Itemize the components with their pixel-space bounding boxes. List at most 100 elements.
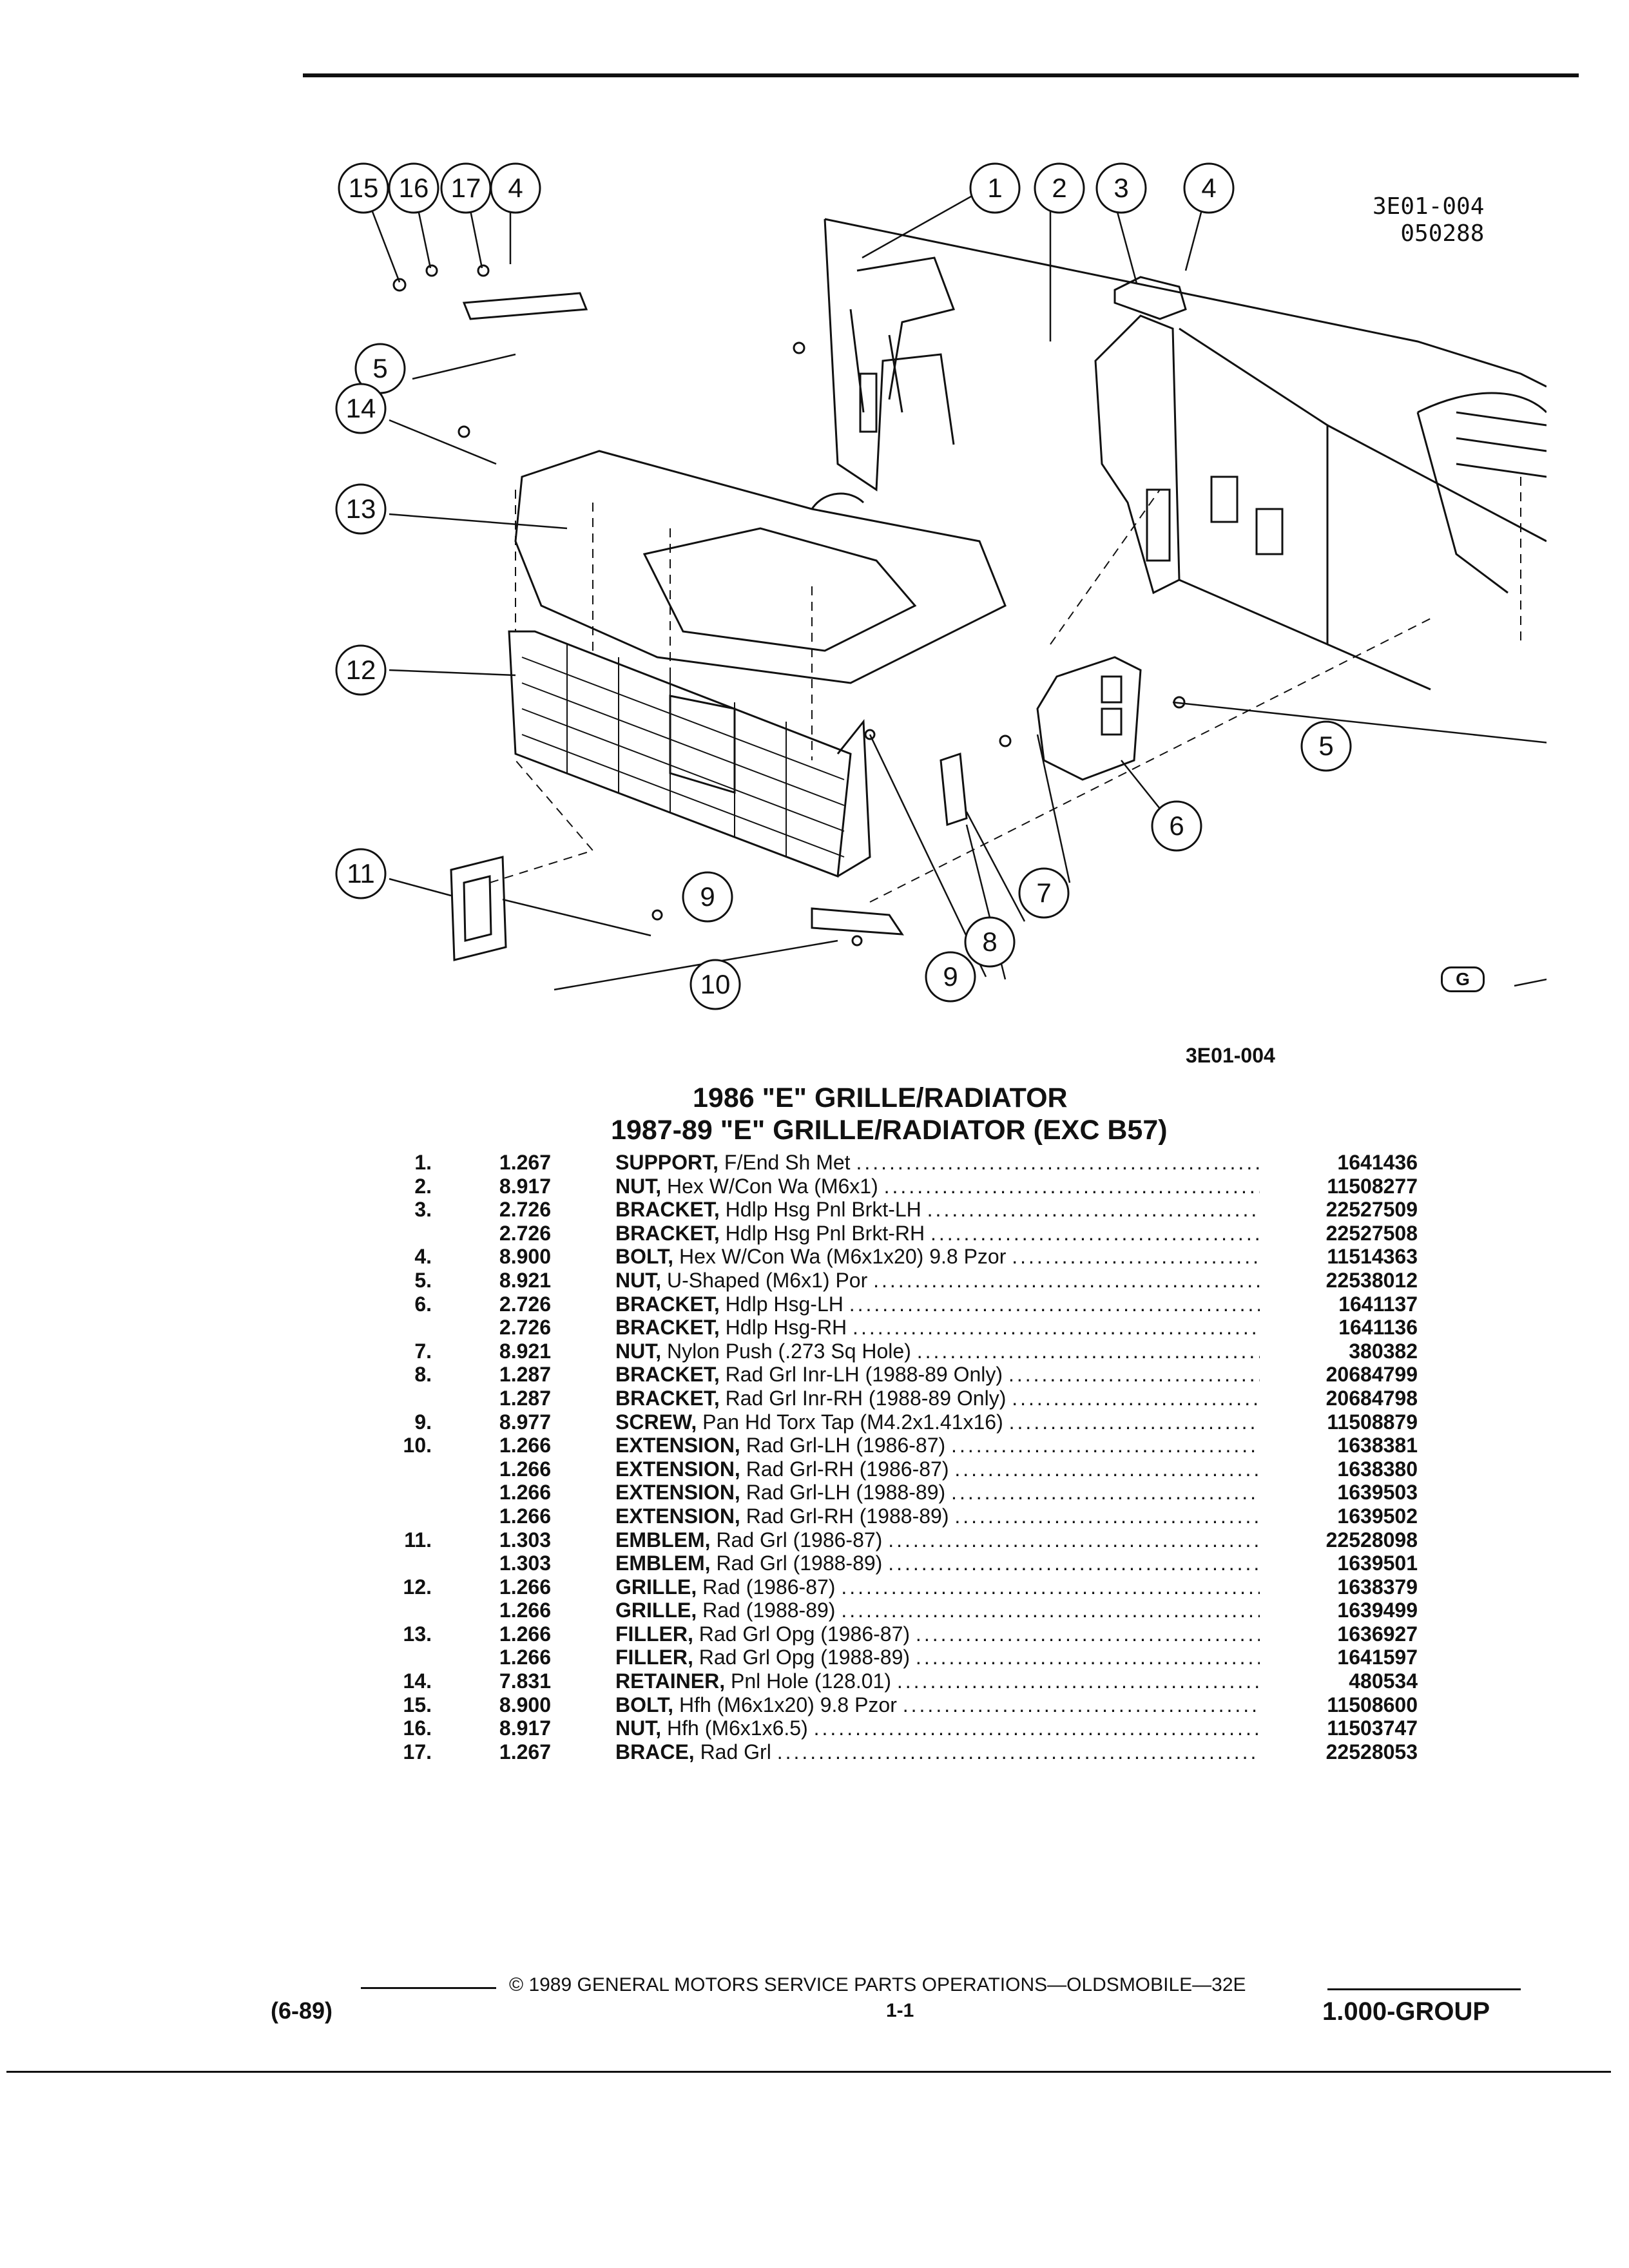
part-description: BRACKET, Rad Grl Inr-RH (1988-89 Only) .… [615, 1387, 1260, 1410]
group-number: 1.266 [499, 1434, 551, 1457]
leader-dots: ........................................… [873, 1268, 1260, 1292]
callout-13: 13 [345, 494, 376, 524]
part-detail: Hdlp Hsg-RH [725, 1316, 847, 1340]
part-number: 20684798 [1325, 1386, 1418, 1410]
part-name: EMBLEM, [615, 1528, 711, 1552]
part-description: BRACKET, Hdlp Hsg-LH ...................… [615, 1293, 1260, 1316]
item-key: 8. [414, 1363, 432, 1387]
group-number: 1.267 [499, 1740, 551, 1763]
part-detail: Rad (1986-87) [702, 1575, 836, 1599]
callout-5: 5 [372, 353, 388, 383]
leader-dots: ........................................… [954, 1504, 1260, 1528]
footer-page: 1-1 [886, 2000, 914, 2021]
part-number: 480534 [1349, 1669, 1418, 1693]
leader-dots: ........................................… [1012, 1245, 1260, 1269]
item-key: 15. [403, 1693, 432, 1716]
leader-dots: ........................................… [856, 1151, 1260, 1174]
part-description: BRACKET, Hdlp Hsg-RH ...................… [615, 1316, 1260, 1340]
part-description: EXTENSION, Rad Grl-RH (1988-89) ........… [615, 1504, 1260, 1528]
group-number: 8.921 [499, 1268, 551, 1292]
footer-rule-right [1327, 1988, 1521, 1990]
part-description: BOLT, Hex W/Con Wa (M6x1x20) 9.8 Pzor ..… [615, 1245, 1260, 1269]
part-description: NUT, Hfh (M6x1x6.5) ....................… [615, 1716, 1260, 1740]
part-detail: Rad Grl-LH (1986-87) [746, 1434, 946, 1457]
part-number: 22528053 [1325, 1740, 1418, 1763]
item-key: 12. [403, 1575, 432, 1599]
part-description: NUT, Hex W/Con Wa (M6x1) ...............… [615, 1175, 1260, 1198]
part-number: 1639502 [1337, 1504, 1418, 1528]
part-detail: Rad Grl Inr-LH (1988-89 Only) [725, 1363, 1003, 1387]
callout-5b: 5 [1318, 731, 1334, 761]
part-name: EXTENSION, [615, 1434, 740, 1457]
callout-17: 17 [450, 173, 481, 203]
part-detail: Rad Grl Opg (1988-89) [699, 1646, 911, 1669]
part-number: 11508879 [1327, 1410, 1418, 1434]
part-description: SCREW, Pan Hd Torx Tap (M4.2x1.41x16) ..… [615, 1410, 1260, 1434]
part-detail: Hdlp Hsg Pnl Brkt-LH [725, 1198, 921, 1222]
leader-dots: ........................................… [853, 1316, 1260, 1340]
part-description: EMBLEM, Rad Grl (1986-87) ..............… [615, 1528, 1260, 1552]
part-number: 22527509 [1325, 1198, 1418, 1222]
leader-dots: ........................................… [930, 1221, 1260, 1245]
group-number: 1.287 [499, 1363, 551, 1387]
part-number: 1641436 [1337, 1151, 1418, 1174]
part-name: SUPPORT, [615, 1151, 719, 1174]
footer-group: 1.000-GROUP [1322, 1997, 1490, 2026]
group-number: 1.266 [499, 1646, 551, 1669]
parts-row: 4. 8.900 BOLT, Hex W/Con Wa (M6x1x20) 9.8 … [361, 1245, 1418, 1269]
part-detail: Rad Grl-LH (1988-89) [746, 1481, 946, 1504]
part-name: BRACE, [615, 1740, 695, 1763]
group-number: 2.726 [499, 1198, 551, 1222]
item-key: 4. [414, 1245, 432, 1269]
part-description: RETAINER, Pnl Hole (128.01) ............… [615, 1669, 1260, 1693]
part-description: GRILLE, Rad (1988-89) ..................… [615, 1599, 1260, 1622]
part-description: NUT, Nylon Push (.273 Sq Hole) .........… [615, 1340, 1260, 1363]
part-number: 1639501 [1337, 1552, 1418, 1575]
callout-2: 2 [1052, 173, 1067, 203]
part-detail: Pnl Hole (128.01) [730, 1669, 891, 1693]
part-description: BRACKET, Hdlp Hsg Pnl Brkt-LH ..........… [615, 1198, 1260, 1222]
part-detail: Rad Grl [700, 1740, 771, 1763]
part-number: 22528098 [1325, 1528, 1418, 1552]
part-number: 1641597 [1337, 1646, 1418, 1669]
part-description: EXTENSION, Rad Grl-LH (1986-87) ........… [615, 1434, 1260, 1457]
exploded-illustration: 15 16 17 4 1 2 3 4 5 14 13 12 11 9 10 9 … [322, 142, 1592, 1044]
callout-4b: 4 [1201, 173, 1217, 203]
group-number: 2.726 [499, 1221, 551, 1245]
callout-14: 14 [345, 393, 376, 423]
part-name: SCREW, [615, 1410, 697, 1434]
item-key: 9. [414, 1410, 432, 1434]
part-number: 1641136 [1338, 1316, 1418, 1340]
part-name: BRACKET, [615, 1292, 720, 1316]
leader-dots: ........................................… [841, 1575, 1260, 1599]
leader-dots: ........................................… [888, 1528, 1260, 1552]
part-number: 380382 [1349, 1339, 1418, 1363]
part-detail: Rad Grl-RH (1986-87) [746, 1457, 949, 1481]
part-number: 22527508 [1325, 1221, 1418, 1245]
item-key: 17. [403, 1740, 432, 1763]
gm-logo: G [1441, 966, 1485, 992]
item-key: 14. [403, 1669, 432, 1693]
group-number: 7.831 [499, 1669, 551, 1693]
group-number: 1.266 [499, 1457, 551, 1481]
item-key: 6. [414, 1292, 432, 1316]
group-number: 8.900 [499, 1245, 551, 1269]
part-description: BRACE, Rad Grl .........................… [615, 1740, 1260, 1764]
group-number: 1.287 [499, 1386, 551, 1410]
part-detail: Hfh (M6x1x20) 9.8 Pzor [679, 1693, 897, 1716]
part-detail: Hfh (M6x1x6.5) [667, 1716, 808, 1740]
part-name: BRACKET, [615, 1221, 720, 1245]
part-name: GRILLE, [615, 1599, 697, 1622]
part-detail: Rad (1988-89) [702, 1599, 836, 1622]
group-number: 1.266 [499, 1504, 551, 1528]
leader-dots: ........................................… [902, 1693, 1260, 1716]
illustration-code-line1: 3E01-004 [1373, 193, 1485, 220]
